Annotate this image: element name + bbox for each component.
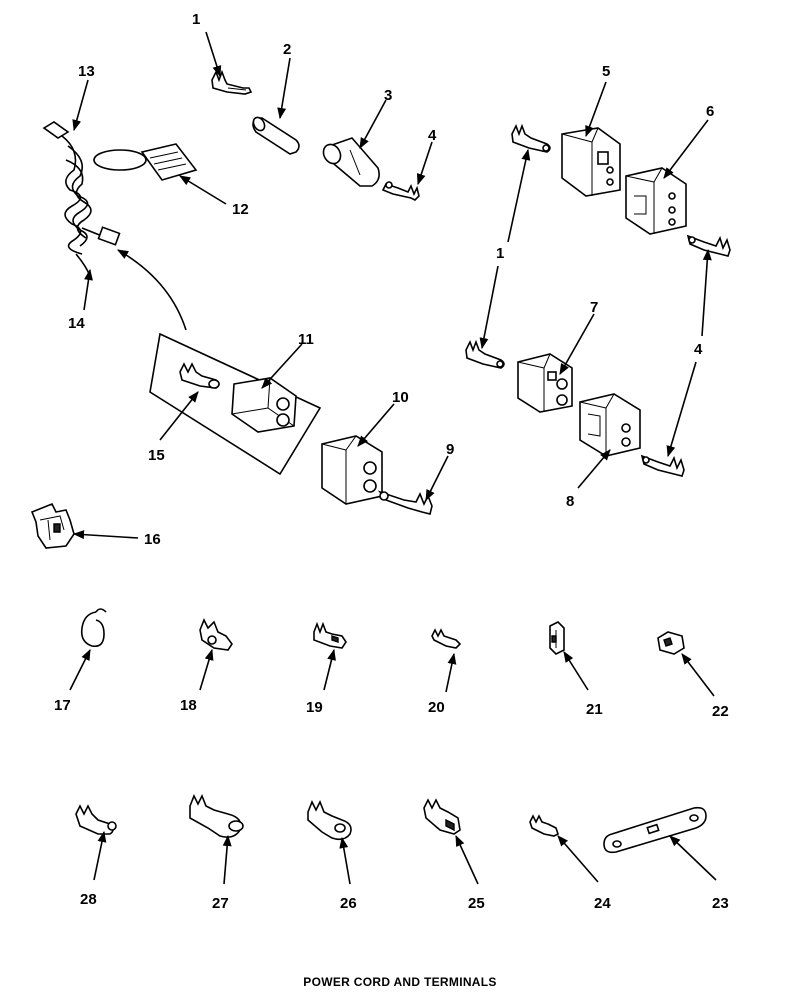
leader-4-right-up <box>701 248 712 337</box>
callout-20: 20 <box>428 699 445 716</box>
part-5-housing <box>561 127 621 197</box>
leader-9 <box>425 455 449 502</box>
leader-17 <box>69 648 91 691</box>
leader-6 <box>663 119 709 179</box>
leader-21 <box>563 651 589 691</box>
leader-1-right-up <box>507 148 531 243</box>
callout-3: 3 <box>384 87 392 104</box>
part-18-terminal <box>199 618 233 651</box>
leader-25 <box>455 834 479 885</box>
leader-4 <box>416 141 433 186</box>
leader-13 <box>72 79 89 132</box>
part-4-terminal-right-bottom <box>640 454 685 477</box>
part-16-clip <box>30 502 75 549</box>
callout-21: 21 <box>586 701 603 718</box>
callout-6: 6 <box>706 103 714 120</box>
callout-19: 19 <box>306 699 323 716</box>
part-12-tag <box>93 143 198 181</box>
callout-14: 14 <box>68 315 85 332</box>
part-13-power-cord <box>42 121 121 277</box>
leader-18 <box>199 648 214 691</box>
leader-5 <box>585 81 607 138</box>
part-19-terminal <box>313 621 347 649</box>
part-10-connector <box>321 435 383 505</box>
callout-26: 26 <box>340 895 357 912</box>
callout-28: 28 <box>80 891 97 908</box>
part-2-sleeve <box>252 116 300 155</box>
callout-4: 4 <box>428 127 437 144</box>
leader-15 <box>159 391 199 441</box>
leader-24 <box>557 835 599 883</box>
leader-23 <box>669 835 717 881</box>
leader-28 <box>93 830 107 881</box>
callout-16: 16 <box>144 531 161 548</box>
callout-8: 8 <box>566 493 574 510</box>
callout-11: 11 <box>298 331 314 348</box>
callout-15: 15 <box>148 447 165 464</box>
part-23-link-bar <box>603 806 707 854</box>
part-6-housing <box>625 167 687 235</box>
callout-1: 1 <box>192 11 200 28</box>
leader-26 <box>339 836 351 885</box>
leader-8 <box>577 449 611 489</box>
leader-1-right-down <box>479 265 499 350</box>
callout-12: 12 <box>232 201 249 218</box>
callout-9: 9 <box>446 441 454 458</box>
leader-22 <box>681 653 715 697</box>
part-24-terminal <box>529 814 559 837</box>
leader-20 <box>445 652 457 693</box>
part-3-insulator <box>322 137 380 187</box>
callout-17: 17 <box>54 697 71 714</box>
detail-link-curve <box>117 249 187 331</box>
leader-10 <box>357 403 395 447</box>
part-1-terminal <box>211 69 253 95</box>
leader-4-right-down <box>666 361 697 458</box>
leader-7 <box>559 313 595 375</box>
part-7-housing <box>517 353 573 413</box>
leader-11 <box>261 343 303 389</box>
leader-12 <box>179 175 227 205</box>
callout-18: 18 <box>180 697 197 714</box>
leader-1 <box>205 31 222 78</box>
callout-22: 22 <box>712 703 729 720</box>
part-20-terminal <box>431 628 462 649</box>
leader-14 <box>83 268 93 311</box>
part-22-terminal <box>657 631 685 655</box>
callout-27: 27 <box>212 895 229 912</box>
callout-1-right: 1 <box>496 245 504 262</box>
part-1-terminal-right-top <box>511 123 551 153</box>
part-25-terminal <box>423 798 461 835</box>
part-8-housing <box>579 393 641 457</box>
part-28-ring-terminal <box>75 804 117 835</box>
leader-27 <box>222 834 232 885</box>
part-21-terminal <box>549 621 565 655</box>
callout-5: 5 <box>602 63 610 80</box>
part-26-ring-terminal <box>307 800 352 841</box>
callout-13: 13 <box>78 63 95 80</box>
callout-2: 2 <box>283 41 291 58</box>
part-27-ring-terminal <box>189 794 244 838</box>
part-1-terminal-right-bottom <box>465 339 505 369</box>
callout-7: 7 <box>590 299 598 316</box>
callout-24: 24 <box>594 895 611 912</box>
part-4-terminal <box>381 181 420 201</box>
part-9-terminal <box>377 490 433 515</box>
leader-3 <box>359 99 387 149</box>
leader-2 <box>277 57 291 120</box>
part-17-clip-ring <box>80 608 107 648</box>
callout-23: 23 <box>712 895 729 912</box>
part-4-terminal-right-top <box>686 234 731 257</box>
leader-16 <box>72 530 139 540</box>
callout-25: 25 <box>468 895 485 912</box>
part-15-terminal <box>179 362 220 389</box>
callout-10: 10 <box>392 389 409 406</box>
callout-4-right: 4 <box>694 341 703 358</box>
figure-caption: POWER CORD AND TERMINALS <box>303 975 496 989</box>
leader-19 <box>323 648 336 691</box>
